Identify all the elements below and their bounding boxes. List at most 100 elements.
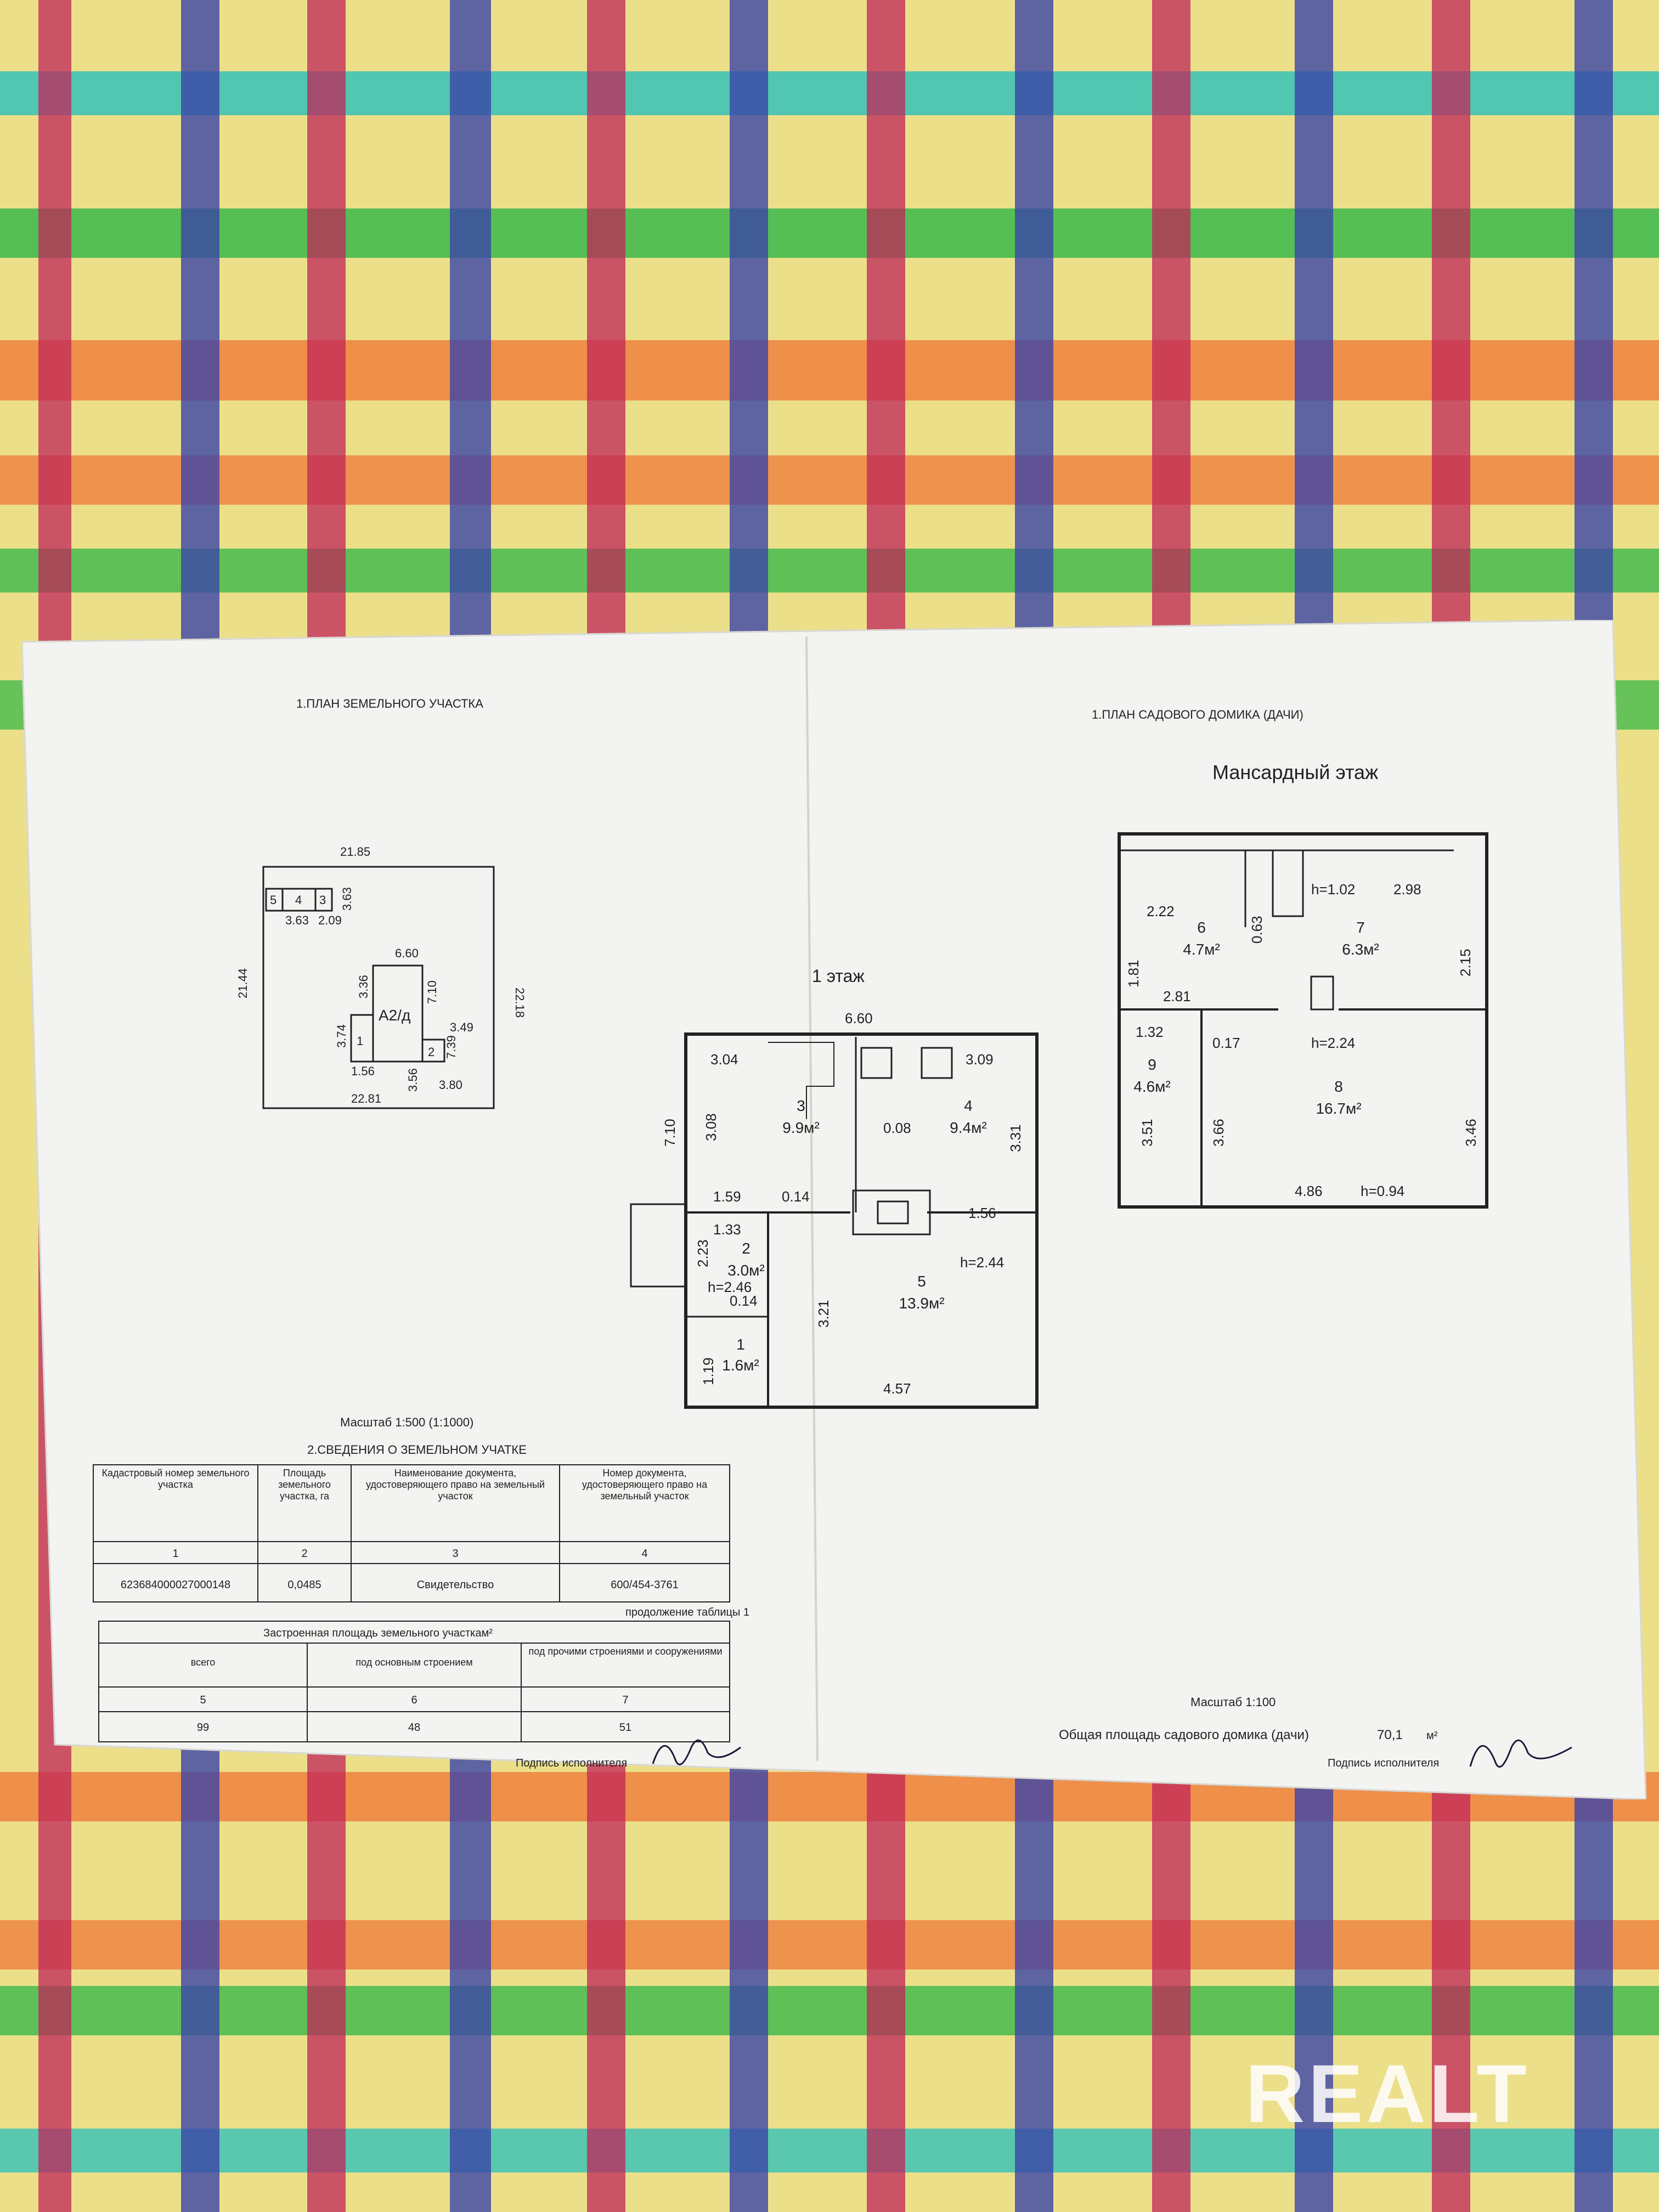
f1-dim-133: 1.33 — [713, 1221, 741, 1238]
table1-num-3: 3 — [452, 1548, 458, 1560]
table1-header-4: Номер документа, удостоверяющего право н… — [582, 1468, 708, 1502]
f1-dim-710: 7.10 — [662, 1119, 678, 1147]
floor-plan-document: 1.ПЛАН ЗЕМЕЛЬНОГО УЧАСТКА 21.85 21.44 22… — [21, 619, 1657, 1801]
f1-room-1-area: 1.6м² — [722, 1357, 759, 1374]
cadastral-number: 623684000027000148 — [121, 1579, 230, 1591]
a-dim-222: 2.22 — [1147, 903, 1175, 919]
table1-num-2: 2 — [301, 1548, 307, 1560]
a-room-8-area: 16.7м² — [1316, 1100, 1361, 1117]
f1-room-4-number: 4 — [964, 1097, 973, 1114]
site-dim-739: 7.39 — [444, 1035, 458, 1059]
site-bldg-3: 3 — [319, 893, 326, 907]
attic-title: Мансардный этаж — [1212, 761, 1378, 783]
table1-num-1: 1 — [172, 1548, 178, 1560]
f1-dim-660: 6.60 — [845, 1010, 873, 1026]
a-room-9-number: 9 — [1148, 1056, 1156, 1073]
table2-num-7: 7 — [622, 1694, 628, 1706]
table1-header-3: Наименование документа, удостоверяющего … — [366, 1468, 545, 1502]
site-dim-380: 3.80 — [439, 1078, 462, 1092]
site-part-2: 2 — [428, 1045, 435, 1059]
f1-room-5-number: 5 — [917, 1273, 926, 1290]
house-plan-title: 1.ПЛАН САДОВОГО ДОМИКА (ДАЧИ) — [1092, 708, 1304, 721]
f1-dim-156: 1.56 — [968, 1205, 996, 1221]
a-dim-281: 2.81 — [1163, 988, 1191, 1005]
table2-num-5: 5 — [200, 1694, 206, 1706]
f1-dim-457: 4.57 — [883, 1380, 911, 1397]
a-dim-132: 1.32 — [1136, 1024, 1164, 1040]
attic-plan — [1118, 832, 1488, 1209]
table1-num-4: 4 — [641, 1548, 647, 1560]
site-dim-710: 7.10 — [425, 980, 439, 1004]
site-dim-top: 21.85 — [340, 845, 370, 859]
table1-header-2: Площадь земельного участка, га — [278, 1468, 331, 1502]
site-dim-363v: 3.63 — [340, 887, 354, 911]
a-height-224: h=2.24 — [1311, 1035, 1355, 1051]
f1-dim-308: 3.08 — [703, 1113, 719, 1141]
floor1-plan — [630, 1032, 1039, 1409]
built-area-main: 48 — [408, 1722, 420, 1734]
f1-room-4-area: 9.4м² — [950, 1119, 987, 1136]
table2-num-6: 6 — [411, 1694, 417, 1706]
total-area-label: Общая площадь садового домика (дачи) — [1059, 1728, 1309, 1742]
f1-dim-223: 2.23 — [695, 1239, 711, 1267]
house-scale: Масштаб 1:100 — [1190, 1695, 1276, 1709]
a-room-7-number: 7 — [1356, 919, 1365, 936]
total-area-unit: м² — [1426, 1730, 1438, 1742]
table2-header-2: под основным строением — [356, 1657, 473, 1668]
site-dim-336: 3.36 — [357, 975, 370, 998]
document-number: 600/454-3761 — [611, 1579, 678, 1591]
table2-header-3: под прочими строениями и сооружениями — [528, 1646, 723, 1657]
a-dim-063: 0.63 — [1249, 916, 1265, 944]
land-info-title: 2.СВЕДЕНИЯ О ЗЕМЕЛЬНОМ УЧАТКЕ — [307, 1443, 527, 1457]
site-dim-660: 6.60 — [395, 946, 419, 960]
a-dim-351: 3.51 — [1139, 1119, 1155, 1147]
a-room-8-number: 8 — [1334, 1078, 1343, 1095]
f1-dim-331: 3.31 — [1007, 1124, 1024, 1152]
f1-room-3-number: 3 — [797, 1097, 805, 1114]
site-dim-bottom: 22.81 — [351, 1092, 381, 1105]
site-bldg-5: 5 — [270, 893, 276, 907]
a-room-6-number: 6 — [1197, 919, 1206, 936]
f1-dim-014a: 0.14 — [782, 1188, 810, 1205]
f1-dim-119: 1.19 — [700, 1357, 716, 1385]
a-room-7-area: 6.3м² — [1342, 941, 1379, 958]
a-dim-366: 3.66 — [1210, 1119, 1227, 1147]
a-dim-298: 2.98 — [1393, 881, 1421, 898]
built-area-table — [98, 1621, 730, 1742]
f1-height-244: h=2.44 — [960, 1254, 1004, 1271]
site-dim-374: 3.74 — [335, 1024, 348, 1048]
site-dim-left: 21.44 — [236, 968, 250, 998]
a-dim-486: 4.86 — [1295, 1183, 1323, 1199]
a-room-9-area: 4.6м² — [1133, 1078, 1171, 1095]
f1-dim-321: 3.21 — [815, 1300, 832, 1328]
site-dim-right: 22.18 — [513, 988, 527, 1018]
table-continuation: продолжение таблицы 1 — [625, 1606, 749, 1618]
a-dim-181: 1.81 — [1125, 960, 1142, 988]
table2-header-1: всего — [190, 1657, 216, 1668]
right-signature — [1469, 1739, 1572, 1768]
document-name: Свидетельство — [417, 1579, 494, 1591]
site-plan — [262, 866, 495, 1109]
site-dim-209: 2.09 — [318, 913, 342, 927]
f1-dim-159: 1.59 — [713, 1188, 741, 1205]
left-signature — [652, 1739, 741, 1765]
f1-dim-309: 3.09 — [966, 1051, 994, 1068]
site-bldg-4: 4 — [295, 893, 302, 907]
table2-title: Застроенная площадь земельного участкам² — [263, 1627, 493, 1639]
right-signature-label: Подпись исполнителя — [1328, 1757, 1439, 1769]
a-dim-017: 0.17 — [1212, 1035, 1240, 1051]
f1-room-1-number: 1 — [736, 1336, 745, 1353]
built-area-other: 51 — [619, 1722, 631, 1734]
a-room-6-area: 4.7м² — [1183, 941, 1220, 958]
land-plan-title: 1.ПЛАН ЗЕМЕЛЬНОГО УЧАСТКА — [296, 697, 483, 710]
f1-dim-014b: 0.14 — [730, 1293, 758, 1309]
table1-header-1: Кадастровый номер земельного участка — [101, 1468, 250, 1490]
floor1-title: 1 этаж — [812, 966, 865, 986]
f1-room-2-number: 2 — [742, 1240, 751, 1257]
f1-room-5-area: 13.9м² — [899, 1295, 944, 1312]
built-area-total: 99 — [197, 1722, 209, 1734]
realt-watermark: REALT — [1245, 2047, 1530, 2140]
total-area-value: 70,1 — [1377, 1728, 1403, 1742]
site-dim-356: 3.56 — [406, 1068, 420, 1092]
f1-room-2-area: 3.0м² — [727, 1262, 765, 1279]
